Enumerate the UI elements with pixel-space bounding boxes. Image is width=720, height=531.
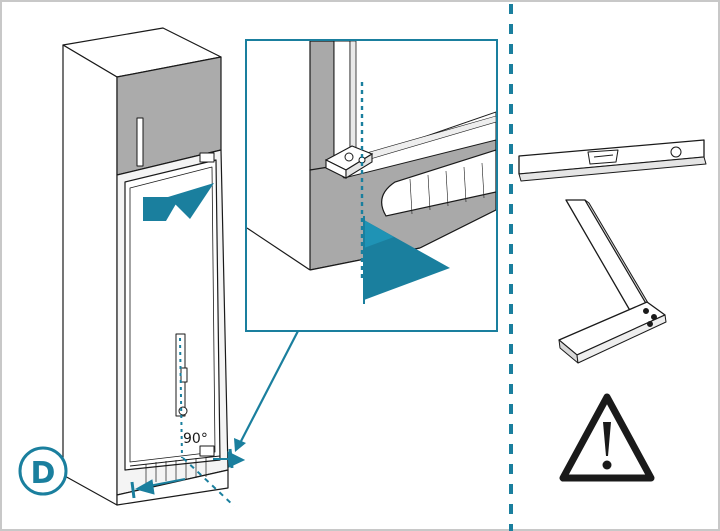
- bottom-arrow-right: [213, 448, 246, 469]
- step-marker: D: [18, 446, 68, 496]
- spirit-level-icon: [518, 139, 707, 182]
- zoom-detail: [245, 39, 498, 332]
- direction-arrow-icon: [143, 183, 214, 221]
- vertical-alignment-line: [179, 337, 183, 459]
- angle-label: 90°: [183, 431, 208, 447]
- set-square-icon: [558, 199, 667, 364]
- warning-triangle-icon: [559, 393, 655, 482]
- diagonal-alignment-line: [182, 457, 235, 507]
- bottom-arrow-left: [130, 478, 186, 499]
- zoom-frame: [245, 39, 498, 332]
- step-label: D: [31, 456, 56, 491]
- callout-arrowhead: [234, 438, 246, 452]
- cabinet-unit: [62, 27, 229, 506]
- callout-leader: [237, 330, 299, 448]
